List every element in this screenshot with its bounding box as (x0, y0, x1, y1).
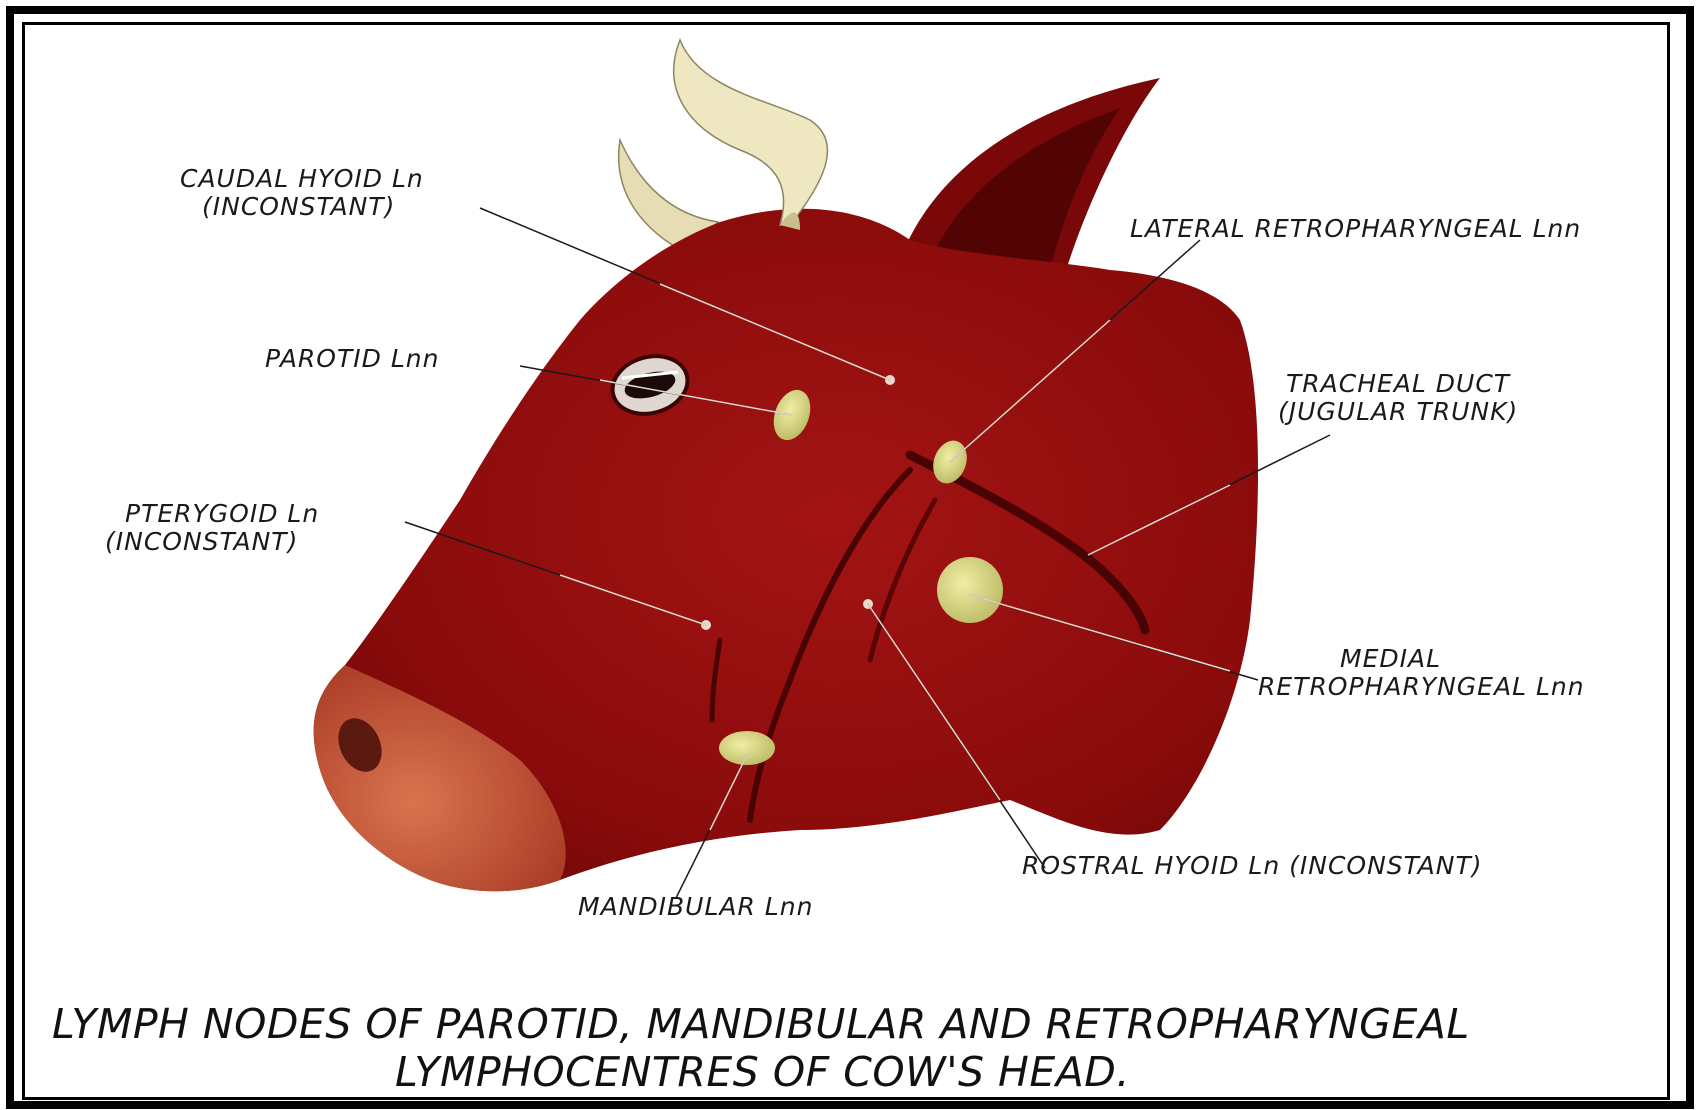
medial-retropharyngeal-node (937, 557, 1003, 623)
label-rostral-hyoid: ROSTRAL HYOID Ln (INCONSTANT) (1022, 852, 1482, 880)
label-parotid: PAROTID Lnn (265, 345, 439, 373)
front-horn (674, 40, 828, 225)
label-mandibular: MANDIBULAR Lnn (578, 893, 813, 921)
label-pterygoid: PTERYGOID Ln (INCONSTANT) (105, 500, 319, 556)
label-tracheal-duct: TRACHEAL DUCT (JUGULAR TRUNK) (1278, 370, 1518, 426)
caption-line-1: LYMPH NODES OF PAROTID, MANDIBULAR AND R… (52, 1000, 1470, 1048)
label-caudal-hyoid: CAUDAL HYOID Ln (INCONSTANT) (180, 165, 424, 221)
mandibular-node (719, 731, 775, 765)
label-medial-retropharyngeal: MEDIAL RETROPHARYNGEAL Lnn (1258, 645, 1585, 701)
caption-line-2: LYMPHOCENTRES OF COW'S HEAD. (395, 1048, 1130, 1096)
label-lateral-retropharyngeal: LATERAL RETROPHARYNGEAL Lnn (1130, 215, 1581, 243)
